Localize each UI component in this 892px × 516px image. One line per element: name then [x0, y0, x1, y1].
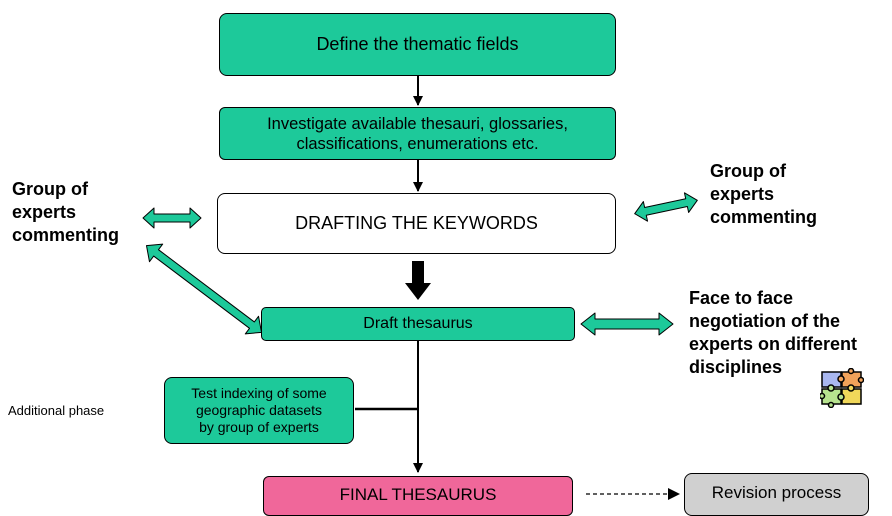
thick-arrow-drafting-to-draft: [405, 261, 431, 300]
face-line1: Face to face: [689, 288, 794, 308]
face-to-face-label: Face to face negotiation of the experts …: [689, 287, 857, 379]
final-thesaurus-box: FINAL THESAURUS: [263, 476, 573, 516]
test-indexing-text-line1: Test indexing of some: [191, 385, 327, 401]
draft-thesaurus-box: Draft thesaurus: [261, 307, 575, 341]
investigate-text-line2: classifications, enumerations etc.: [296, 134, 539, 153]
experts-left-line1: Group of: [12, 179, 88, 199]
investigate-text-line1: Investigate available thesauri, glossari…: [267, 114, 568, 133]
draft-thesaurus-text: Draft thesaurus: [363, 315, 473, 332]
experts-commenting-left-label: Group of experts commenting: [12, 178, 119, 247]
additional-phase-label: Additional phase: [8, 403, 105, 418]
dashed-arrow-head: [668, 488, 680, 500]
test-indexing-text-line2: geographic datasets: [195, 402, 323, 418]
puzzle-pieces-icon: [820, 368, 864, 408]
revision-process-box: Revision process: [684, 473, 869, 516]
experts-right-line2: experts: [710, 184, 775, 204]
double-arrow-left-experts: [142, 207, 202, 229]
face-line4: disciplines: [689, 357, 783, 377]
define-thematic-fields-box: Define the thematic fields: [219, 13, 616, 76]
double-arrow-face-to-face: [580, 312, 674, 336]
test-indexing-box: Test indexing of some geographic dataset…: [164, 377, 354, 444]
drafting-keywords-box: DRAFTING THE KEYWORDS: [217, 193, 616, 254]
experts-commenting-right-label: Group of experts commenting: [710, 160, 817, 229]
revision-process-text: Revision process: [711, 483, 842, 502]
test-indexing-text-line3: by group of experts: [199, 419, 319, 435]
face-line3: experts on different: [689, 334, 858, 354]
investigate-box: Investigate available thesauri, glossari…: [219, 107, 616, 160]
experts-left-line3: commenting: [12, 225, 120, 245]
final-thesaurus-text: FINAL THESAURUS: [339, 485, 497, 504]
face-line2: negotiation of the: [689, 311, 840, 331]
drafting-keywords-text: DRAFTING THE KEYWORDS: [295, 213, 538, 233]
define-thematic-fields-text: Define the thematic fields: [316, 34, 519, 54]
double-arrow-right-experts: [634, 192, 698, 222]
experts-left-line2: experts: [12, 202, 77, 222]
experts-right-line3: commenting: [710, 207, 818, 227]
experts-right-line1: Group of: [710, 161, 786, 181]
